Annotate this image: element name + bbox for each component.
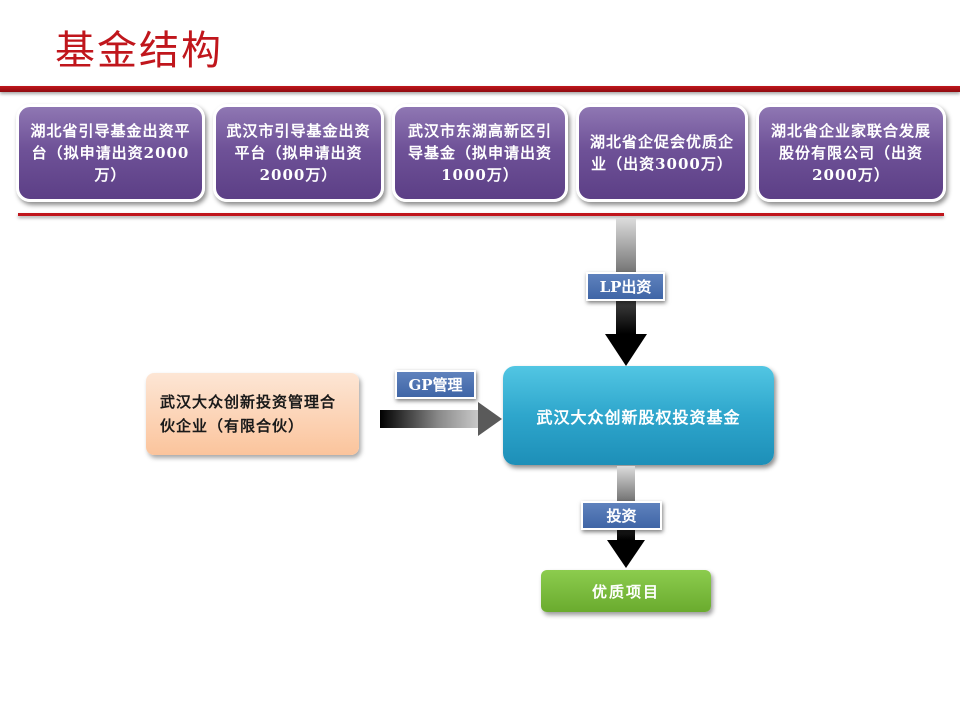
projects-box: 优质项目: [541, 570, 711, 612]
investor-box-entrepreneur-company: 湖北省企业家联合发展股份有限公司（出资2000万）: [756, 104, 946, 202]
gp-entity-box: 武汉大众创新投资管理合伙企业（有限合伙）: [146, 373, 359, 455]
investor-box-quality-enterprises: 湖北省企促会优质企业（出资3000万）: [576, 104, 748, 202]
invest-label: 投资: [581, 501, 662, 530]
gp-arrow: [380, 402, 502, 436]
investor-box-wuhan-guide-fund: 武汉市引导基金出资平台（拟申请出资2000万）: [213, 104, 384, 202]
investor-divider: [18, 213, 944, 216]
gp-label: GP管理: [395, 370, 476, 399]
investor-box-donghu-guide-fund: 武汉市东湖高新区引导基金（拟申请出资1000万）: [392, 104, 568, 202]
fund-box: 武汉大众创新股权投资基金: [503, 366, 774, 465]
slide-title: 基金结构: [55, 28, 223, 74]
lp-label: LP出资: [586, 272, 665, 301]
title-divider: [0, 86, 960, 92]
investor-box-hubei-guide-fund: 湖北省引导基金出资平台（拟申请出资2000万）: [16, 104, 205, 202]
